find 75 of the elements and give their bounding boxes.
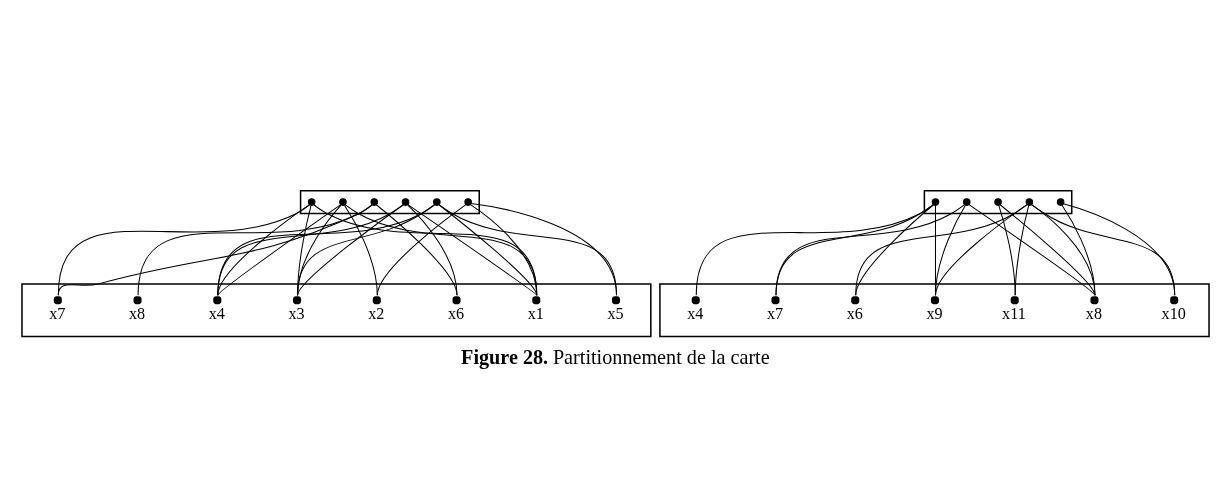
node-label: x2 [368, 304, 385, 322]
connector [407, 204, 458, 296]
connector [855, 203, 1028, 296]
node-label: x9 [926, 304, 943, 322]
connector [1061, 204, 1096, 296]
connector [57, 203, 373, 296]
node-circle [433, 197, 441, 206]
node-label: x4 [208, 304, 225, 322]
node-circle [851, 295, 860, 304]
connector [57, 203, 311, 296]
connector [775, 203, 966, 296]
node-circle [930, 295, 939, 304]
caption: Figure 28. Partitionnement de la carte [461, 345, 770, 368]
connector [1062, 202, 1176, 296]
connector [999, 203, 1096, 296]
node-label: x6 [447, 304, 465, 322]
node-label: x8 [1085, 304, 1103, 322]
node-circle [691, 295, 700, 304]
node-circle [931, 197, 940, 206]
connector [137, 203, 373, 296]
node-label: x8 [128, 304, 146, 322]
node-circle [963, 197, 971, 206]
node-label: x10 [1161, 304, 1186, 322]
connector [934, 204, 936, 296]
node-circle [1056, 197, 1065, 206]
node-circle [307, 197, 316, 206]
connector [407, 203, 538, 296]
node-circle [532, 295, 541, 304]
node-circle [401, 197, 410, 206]
node-circle [339, 197, 347, 206]
connector [297, 203, 436, 296]
connector [934, 204, 966, 296]
connector [934, 203, 1028, 296]
node-circle [370, 197, 379, 206]
node-circle [611, 295, 621, 304]
node-label: x5 [607, 304, 624, 322]
connector [438, 203, 617, 296]
node-label: x11 [1002, 304, 1026, 322]
node-circle [1025, 197, 1034, 206]
connector [1031, 203, 1096, 296]
connector [297, 204, 312, 296]
node-circle [213, 295, 222, 304]
connector [1031, 203, 1176, 296]
cluster [923, 189, 1073, 214]
node-circle [1010, 295, 1019, 304]
node-label: x6 [846, 304, 863, 322]
cluster [21, 282, 652, 337]
connector [968, 203, 1096, 296]
cluster [659, 282, 1210, 337]
node-label: x1 [527, 304, 544, 322]
connector [695, 203, 934, 296]
connector [855, 203, 934, 296]
node-circle [133, 295, 142, 304]
connector [775, 203, 934, 296]
node-circle [994, 197, 1002, 206]
connector [438, 203, 538, 296]
node-label: x3 [288, 304, 305, 322]
node-circle [1090, 295, 1099, 304]
node-circle [53, 295, 62, 304]
connector [217, 203, 342, 296]
node-label: x7 [49, 304, 66, 322]
connector [343, 204, 378, 296]
connector [217, 203, 310, 296]
cluster [299, 189, 480, 214]
node-circle [771, 295, 780, 304]
connector [998, 204, 1016, 296]
connector [297, 204, 342, 296]
node-label: x7 [766, 304, 784, 322]
node-circle [452, 295, 461, 304]
connector [297, 203, 404, 296]
node-circle [1170, 295, 1179, 304]
node-circle [293, 295, 302, 304]
node-circle [464, 197, 472, 206]
node-circle [372, 295, 381, 304]
node-label: x4 [687, 304, 704, 322]
